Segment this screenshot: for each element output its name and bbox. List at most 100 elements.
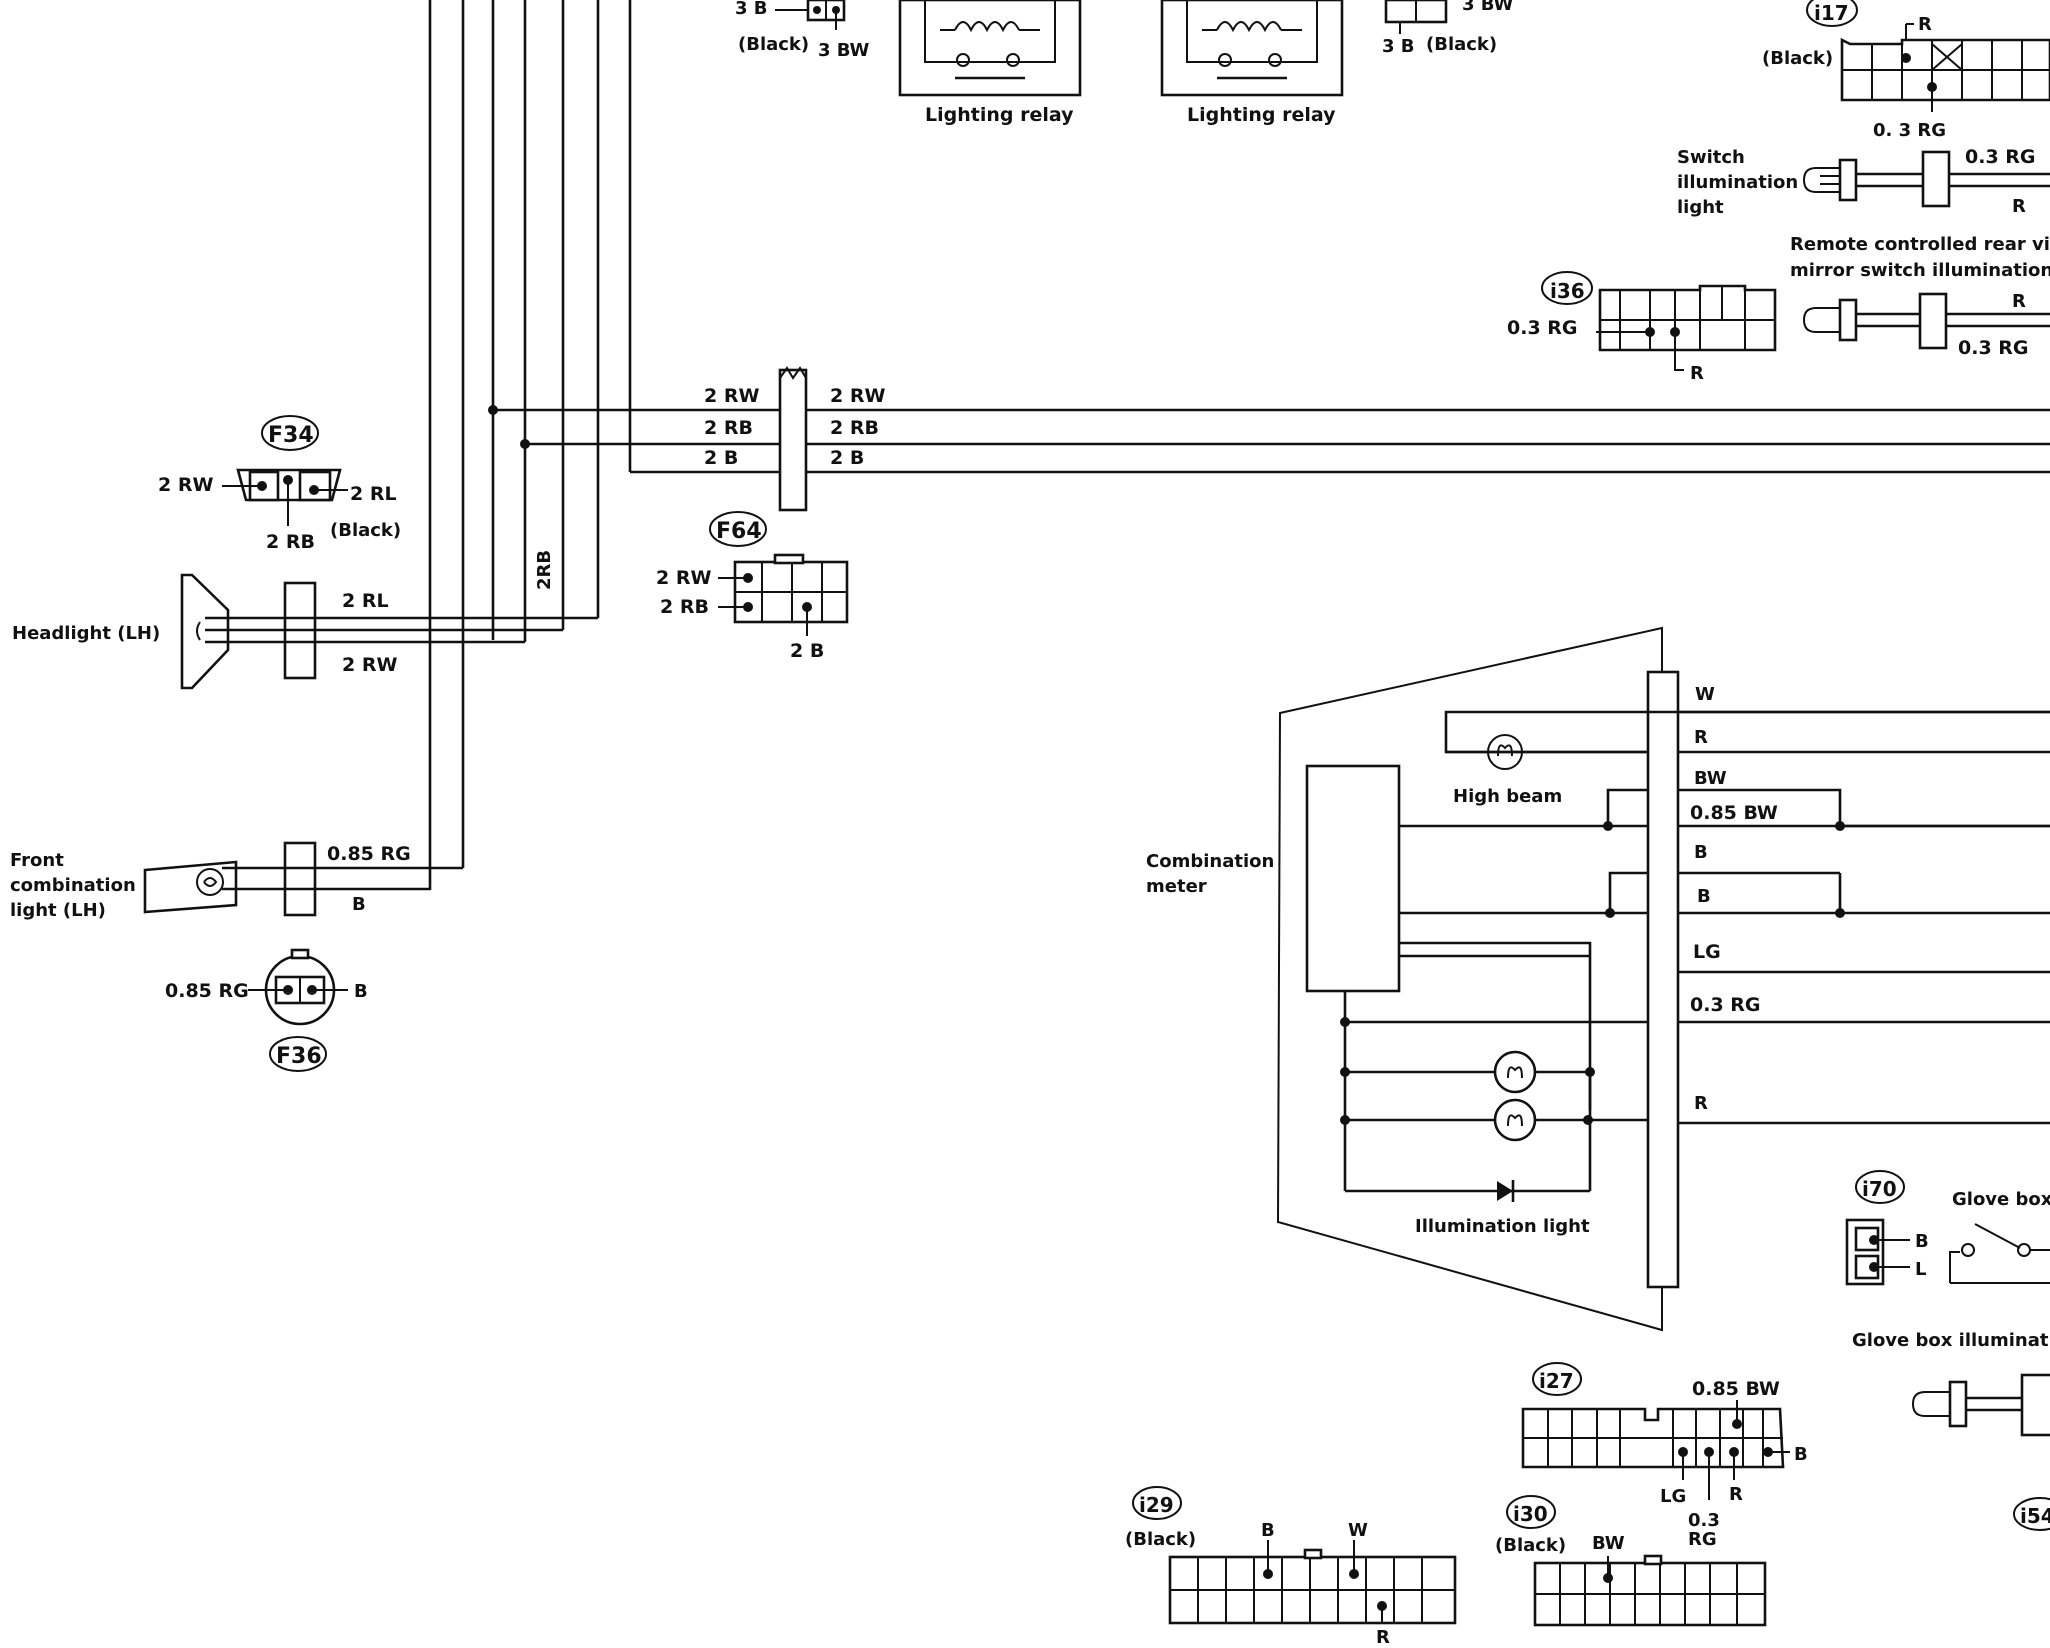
svg-text:B: B [1261, 1520, 1275, 1541]
i30-id: i30 [1513, 1502, 1548, 1526]
main-b-right: 2 B [830, 447, 864, 469]
mirror-r: R [2012, 291, 2026, 312]
svg-text:Front: Front [10, 850, 64, 871]
svg-text:(Black): (Black) [1495, 1535, 1566, 1556]
relay2-b: 3 B [1382, 36, 1415, 57]
headlight-label: Headlight (LH) [12, 623, 160, 644]
main-b-left: 2 B [704, 447, 738, 469]
svg-text:Glove box: Glove box [1952, 1189, 2050, 1210]
combination-meter: Combination meter High beam [1146, 626, 2050, 1332]
svg-text:Switch: Switch [1677, 147, 1745, 168]
i36-id: i36 [1550, 279, 1585, 303]
fc-b: B [352, 894, 366, 915]
svg-text:RG: RG [1688, 1529, 1717, 1550]
glove-box-illumination: Glove box illumination [1852, 1330, 2050, 1437]
lighting-relay-1: Lighting relay [898, 0, 1082, 126]
head-rl: 2 RL [342, 590, 389, 612]
svg-text:(Black): (Black) [330, 520, 401, 541]
svg-text:2 RL: 2 RL [350, 483, 397, 505]
i17-id: i17 [1814, 1, 1849, 25]
main-rw-right: 2 RW [830, 385, 885, 407]
switch-rg: 0.3 RG [1965, 146, 2036, 168]
illumination-light-label: Illumination light [1415, 1216, 1590, 1237]
svg-text:B: B [1697, 886, 1711, 907]
relay2-black: (Black) [1426, 34, 1497, 55]
main-rb-left: 2 RB [704, 417, 753, 439]
svg-text:0.85 BW: 0.85 BW [1690, 802, 1778, 824]
switch-r: R [2012, 196, 2026, 217]
svg-text:2 RW: 2 RW [158, 474, 213, 496]
i54-id: i54 [2020, 1504, 2050, 1528]
main-rb-right: 2 RB [830, 417, 879, 439]
svg-text:LG: LG [1693, 941, 1721, 963]
rb-vertical: 2RB [534, 550, 555, 590]
connector-i27: i27 0.85 BW B LG R 0.3 RG [1521, 1362, 1808, 1550]
svg-text:0.85 RG: 0.85 RG [165, 980, 249, 1002]
connector-i54: i54 [2013, 1497, 2050, 1531]
fc-rg: 0.85 RG [327, 843, 411, 865]
lighting-relay-1-label: Lighting relay [925, 104, 1074, 126]
svg-text:combination: combination [10, 875, 136, 896]
svg-text:B: B [1694, 842, 1708, 863]
svg-text:light (LH): light (LH) [10, 900, 106, 921]
svg-text:B: B [354, 981, 368, 1002]
f36-id: F36 [276, 1044, 322, 1069]
relay-2-connector: 3 BW 3 B (Black) [1382, 0, 1514, 57]
i70-id: i70 [1862, 1177, 1897, 1201]
mirror-rg: 0.3 RG [1958, 337, 2029, 359]
svg-text:2 RB: 2 RB [266, 531, 315, 553]
svg-text:W: W [1695, 684, 1715, 705]
svg-text:3 BW: 3 BW [1462, 0, 1514, 15]
svg-text:B: B [1915, 1231, 1929, 1252]
i27-id: i27 [1539, 1369, 1574, 1393]
f64-id: F64 [716, 519, 762, 544]
main-harness: 2 RW 2 RB 2 B 2 RW 2 RB 2 B [493, 366, 2050, 512]
svg-text:2 RW: 2 RW [656, 567, 711, 589]
main-rw-left: 2 RW [704, 385, 759, 407]
svg-text:0.85 BW: 0.85 BW [1692, 1378, 1780, 1400]
svg-text:2 B: 2 B [790, 640, 824, 662]
svg-text:R: R [1694, 1093, 1708, 1114]
svg-text:illumination: illumination [1677, 172, 1798, 193]
svg-text:W: W [1348, 1520, 1368, 1541]
svg-text:BW: BW [1592, 1533, 1625, 1554]
front-combination-light-lh: Front combination light (LH) 0.85 RG B [10, 841, 463, 921]
svg-text:Remote controlled rear view: Remote controlled rear view [1790, 234, 2050, 255]
glove-box-switch: Glove box [1949, 1189, 2050, 1284]
svg-text:0.3 RG: 0.3 RG [1690, 994, 1761, 1016]
lighting-relay-2-label: Lighting relay [1187, 104, 1336, 126]
connector-i36: i36 0.3 RG R [1507, 271, 1777, 384]
svg-text:L: L [1915, 1259, 1926, 1280]
svg-text:mirror switch illumination: mirror switch illumination [1790, 260, 2050, 281]
connector-i30: i30 (Black) BW [1495, 1495, 1767, 1627]
i17-black: (Black) [1762, 48, 1833, 69]
relay1-black: (Black) [738, 34, 809, 55]
svg-text:meter: meter [1146, 876, 1207, 897]
svg-text:Glove box illumination: Glove box illumination [1852, 1330, 2050, 1351]
left-harness [428, 0, 632, 890]
svg-text:LG: LG [1660, 1486, 1686, 1507]
comb-meter-label: Combination [1146, 851, 1274, 872]
relay-1-connector: 3 B (Black) 3 BW [735, 0, 870, 61]
i17-rg: 0. 3 RG [1873, 120, 1946, 141]
svg-text:0.3: 0.3 [1688, 1510, 1720, 1531]
connector-i17: i17 (Black) R 0. 3 RG [1762, 0, 2050, 141]
i36-rg: 0.3 RG [1507, 317, 1578, 339]
svg-text:BW: BW [1694, 768, 1727, 789]
svg-text:R: R [1918, 14, 1932, 35]
svg-text:R: R [1376, 1627, 1390, 1648]
switch-illumination-light: Switch illumination light 0.3 RG R [1677, 146, 2050, 218]
relay1-bw: 3 BW [818, 40, 870, 61]
connector-i70: i70 B L [1845, 1170, 1929, 1286]
svg-text:(Black): (Black) [1125, 1529, 1196, 1550]
lighting-relay-2: Lighting relay [1160, 0, 1344, 126]
f34-id: F34 [268, 423, 314, 448]
head-rw: 2 RW [342, 654, 397, 676]
svg-text:2 RB: 2 RB [660, 596, 709, 618]
svg-text:light: light [1677, 197, 1724, 218]
svg-text:R: R [1694, 727, 1708, 748]
i29-id: i29 [1139, 1493, 1174, 1517]
svg-text:3 B: 3 B [735, 0, 768, 19]
connector-f34: F34 2 RW 2 RL 2 RB (Black) [158, 415, 401, 553]
